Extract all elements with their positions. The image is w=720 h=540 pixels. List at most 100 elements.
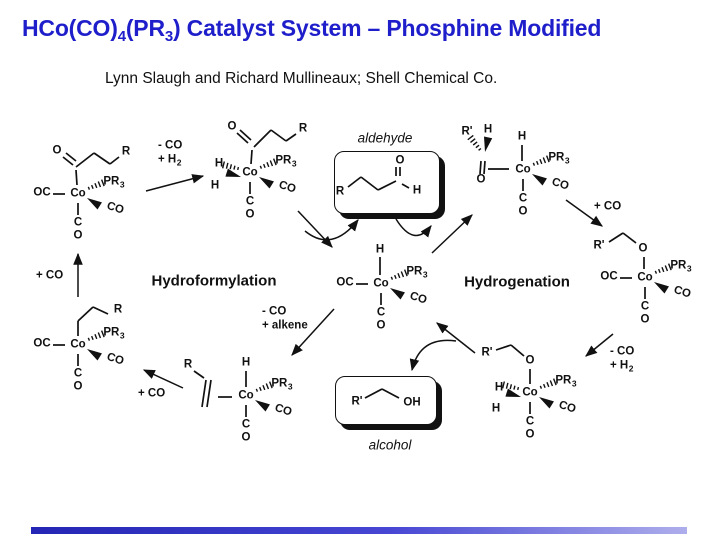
center-atom-oc: OC (336, 276, 354, 289)
title-text: ) Catalyst System – Phosphine Modified (173, 15, 602, 41)
aldehyde-caption: aldehyde (357, 130, 413, 146)
s8-ligand-co-wedge: CO (273, 401, 294, 419)
s5-atom-c: C (640, 300, 650, 313)
hydrogenation-label: Hydrogenation (464, 273, 570, 291)
s9-group-r: R (113, 303, 123, 316)
alkene-complex-bonds (193, 370, 273, 417)
s9-ligand-co-wedge: CO (105, 350, 126, 368)
arrow9-plus-co: + CO (36, 269, 64, 282)
s9-atom-o: O (73, 380, 83, 393)
s2-group-r: R (298, 122, 308, 135)
arrow1-plus-h2: + H2 (158, 153, 182, 168)
pr-label: PR (670, 259, 687, 272)
s9-atom-oc: OC (33, 337, 51, 350)
s5-atom-oc: OC (600, 270, 618, 283)
s4-atom-c: C (518, 192, 528, 205)
s1-acyl-o: O (52, 144, 62, 157)
s4-hydride-h: H (517, 130, 527, 143)
aldehyde-carbonyl-o: O (395, 154, 405, 167)
pr3-subscript: 3 (564, 155, 570, 166)
arrow1-minus-co: - CO (158, 139, 183, 152)
s9-atom-c: C (73, 367, 83, 380)
s5-atom-co: Co (637, 271, 653, 284)
pr-label: PR (548, 151, 565, 164)
plus-h-label: + H (158, 153, 177, 166)
s1-group-r: R (121, 145, 131, 158)
s2-atom-o: O (245, 208, 255, 221)
aldehyde-group-r: R (335, 185, 345, 198)
alcohol-box (335, 376, 437, 425)
pr3-subscript: 3 (287, 381, 293, 392)
pr3-subscript: 3 (119, 179, 125, 190)
s8-atom-o: O (241, 431, 251, 444)
s1-atom-oc: OC (33, 186, 51, 199)
pr3-subscript: 3 (686, 263, 692, 274)
hydroformylation-label: Hydroformylation (151, 272, 277, 290)
s4-atom-o: O (518, 205, 528, 218)
alcohol-caption: alcohol (368, 437, 412, 453)
s5-ligand-co-wedge: CO (672, 283, 693, 301)
s4-atom-co: Co (515, 163, 531, 176)
s5-atom-o: O (640, 313, 650, 326)
s2-hydride-h2: H (210, 179, 220, 192)
arrow8-plus-co: + CO (138, 387, 166, 400)
s8-ligand-pr3: PR3 (271, 377, 293, 392)
s2-atom-c: C (245, 195, 255, 208)
s9-ligand-pr3: PR3 (103, 326, 124, 340)
slide-title: HCo(CO)4(PR3) Catalyst System – Phosphin… (22, 15, 602, 45)
s1-atom-co: Co (70, 187, 86, 200)
pr-label: PR (275, 154, 292, 167)
arrow5-plus-h2: + H2 (610, 360, 634, 374)
title-text: HCo(CO) (22, 15, 118, 41)
s1-atom-o: O (73, 229, 83, 242)
s5-group-rprime: R' (593, 239, 605, 252)
s4-carbonyl-o: O (476, 173, 486, 186)
s6-hydride-h2: H (491, 402, 501, 415)
pr-label: PR (271, 377, 288, 390)
arrow4-plus-co: + CO (594, 200, 622, 213)
s8-group-r: R (183, 358, 193, 371)
title-text: (PR (125, 15, 165, 41)
s6-hydride-h1: H (494, 381, 504, 394)
pr-label: PR (555, 374, 572, 387)
slide-subtitle: Lynn Slaugh and Richard Mullineaux; Shel… (105, 70, 498, 87)
s4-carbon-h: H (483, 123, 493, 136)
center-atom-co: Co (373, 277, 389, 290)
title-subscript-4: 4 (117, 28, 126, 45)
s5-ligand-pr3: PR3 (670, 259, 692, 274)
footer-accent-bar (31, 527, 687, 534)
h2-subscript: 2 (176, 157, 182, 168)
title-subscript-3: 3 (164, 28, 174, 45)
pr-label: PR (103, 175, 120, 188)
arrow7-minus-co: - CO (262, 305, 287, 318)
pr-label: PR (406, 265, 423, 278)
center-hydride-h: H (375, 243, 385, 256)
center-atom-o: O (376, 319, 386, 332)
alcohol-group-rprime: R' (351, 395, 363, 408)
s6-ligand-co-wedge: CO (557, 398, 578, 416)
s1-atom-c: C (73, 216, 83, 229)
s9-atom-co: Co (70, 338, 86, 351)
s8-atom-c: C (241, 418, 251, 431)
pr-label: PR (103, 326, 120, 339)
center-atom-c: C (376, 306, 386, 319)
s4-ligand-co-wedge: CO (550, 175, 571, 193)
s6-ligand-pr3: PR3 (555, 374, 577, 389)
s2-acyl-o: O (227, 120, 237, 133)
s6-atom-co: Co (522, 386, 538, 399)
s4-ligand-pr3: PR3 (548, 151, 570, 166)
aldehyde-h: H (412, 184, 422, 197)
alcohol-oh: OH (403, 396, 421, 409)
pr3-subscript: 3 (571, 378, 577, 389)
aldehyde-box (334, 151, 440, 214)
s6-atom-c: C (525, 415, 535, 428)
s2-ligand-pr3: PR3 (275, 154, 297, 169)
pr3-subscript: 3 (291, 158, 297, 169)
center-ligand-co-wedge: CO (408, 289, 429, 307)
h2-subscript: 2 (628, 363, 634, 374)
s1-ligand-pr3: PR3 (103, 175, 125, 190)
pr3-subscript: 3 (422, 269, 428, 280)
arrow7-plus-alkene: + alkene (262, 319, 308, 332)
s1-ligand-co-wedge: CO (105, 199, 126, 217)
